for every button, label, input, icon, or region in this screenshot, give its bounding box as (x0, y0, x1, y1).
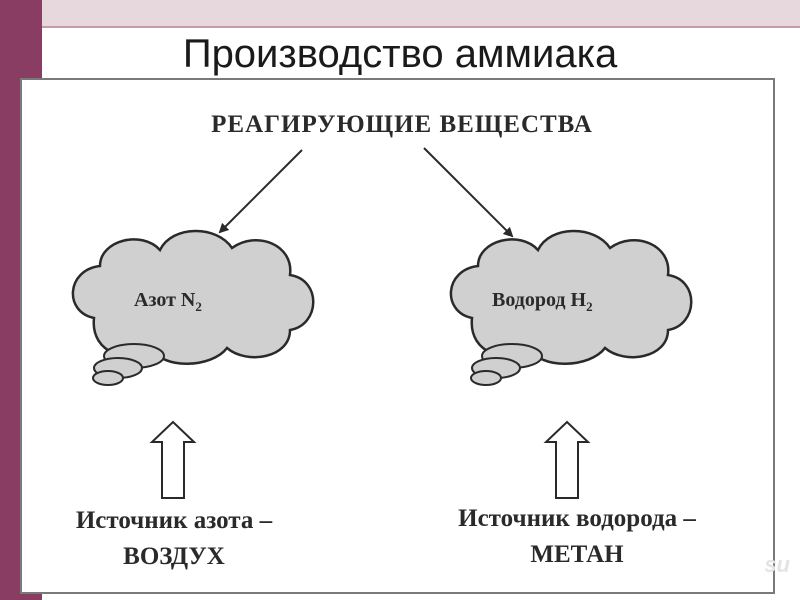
nitrogen-cloud (71, 229, 315, 386)
hydrogen-source-line1: Источник водорода – (458, 505, 696, 532)
hydrogen-label: Водород H2 (492, 289, 593, 314)
nitrogen-source-line2: ВОЗДУХ (123, 543, 225, 570)
slide-title: Производство аммиака (182, 32, 618, 76)
hydrogen-source-line2: МЕТАН (530, 541, 624, 568)
hydrogen-cloud (449, 229, 693, 386)
nitrogen-label-main: Азот N (134, 289, 196, 311)
reactants-heading: РЕАГИРУЮЩИЕ ВЕЩЕСТВА (211, 111, 593, 138)
watermark: su (764, 552, 790, 577)
hydrogen-label-subscript: 2 (586, 299, 593, 314)
ammonia-diagram: РЕАГИРУЮЩИЕ ВЕЩЕСТВА Азот N2 (71, 111, 696, 570)
nitrogen-label: Азот N2 (134, 289, 202, 314)
arrow-to-nitrogen (218, 149, 303, 234)
right-up-arrow (543, 420, 591, 499)
nitrogen-label-subscript: 2 (195, 299, 202, 314)
hydrogen-label-main: Водород H (492, 289, 587, 311)
diagram-frame: РЕАГИРУЮЩИЕ ВЕЩЕСТВА Азот N2 (20, 78, 775, 594)
left-up-arrow (149, 420, 197, 499)
slide-top-band (42, 0, 800, 26)
nitrogen-source-line1: Источник азота – (76, 507, 273, 534)
slide-top-accent (42, 26, 800, 28)
arrow-to-hydrogen (423, 147, 514, 238)
